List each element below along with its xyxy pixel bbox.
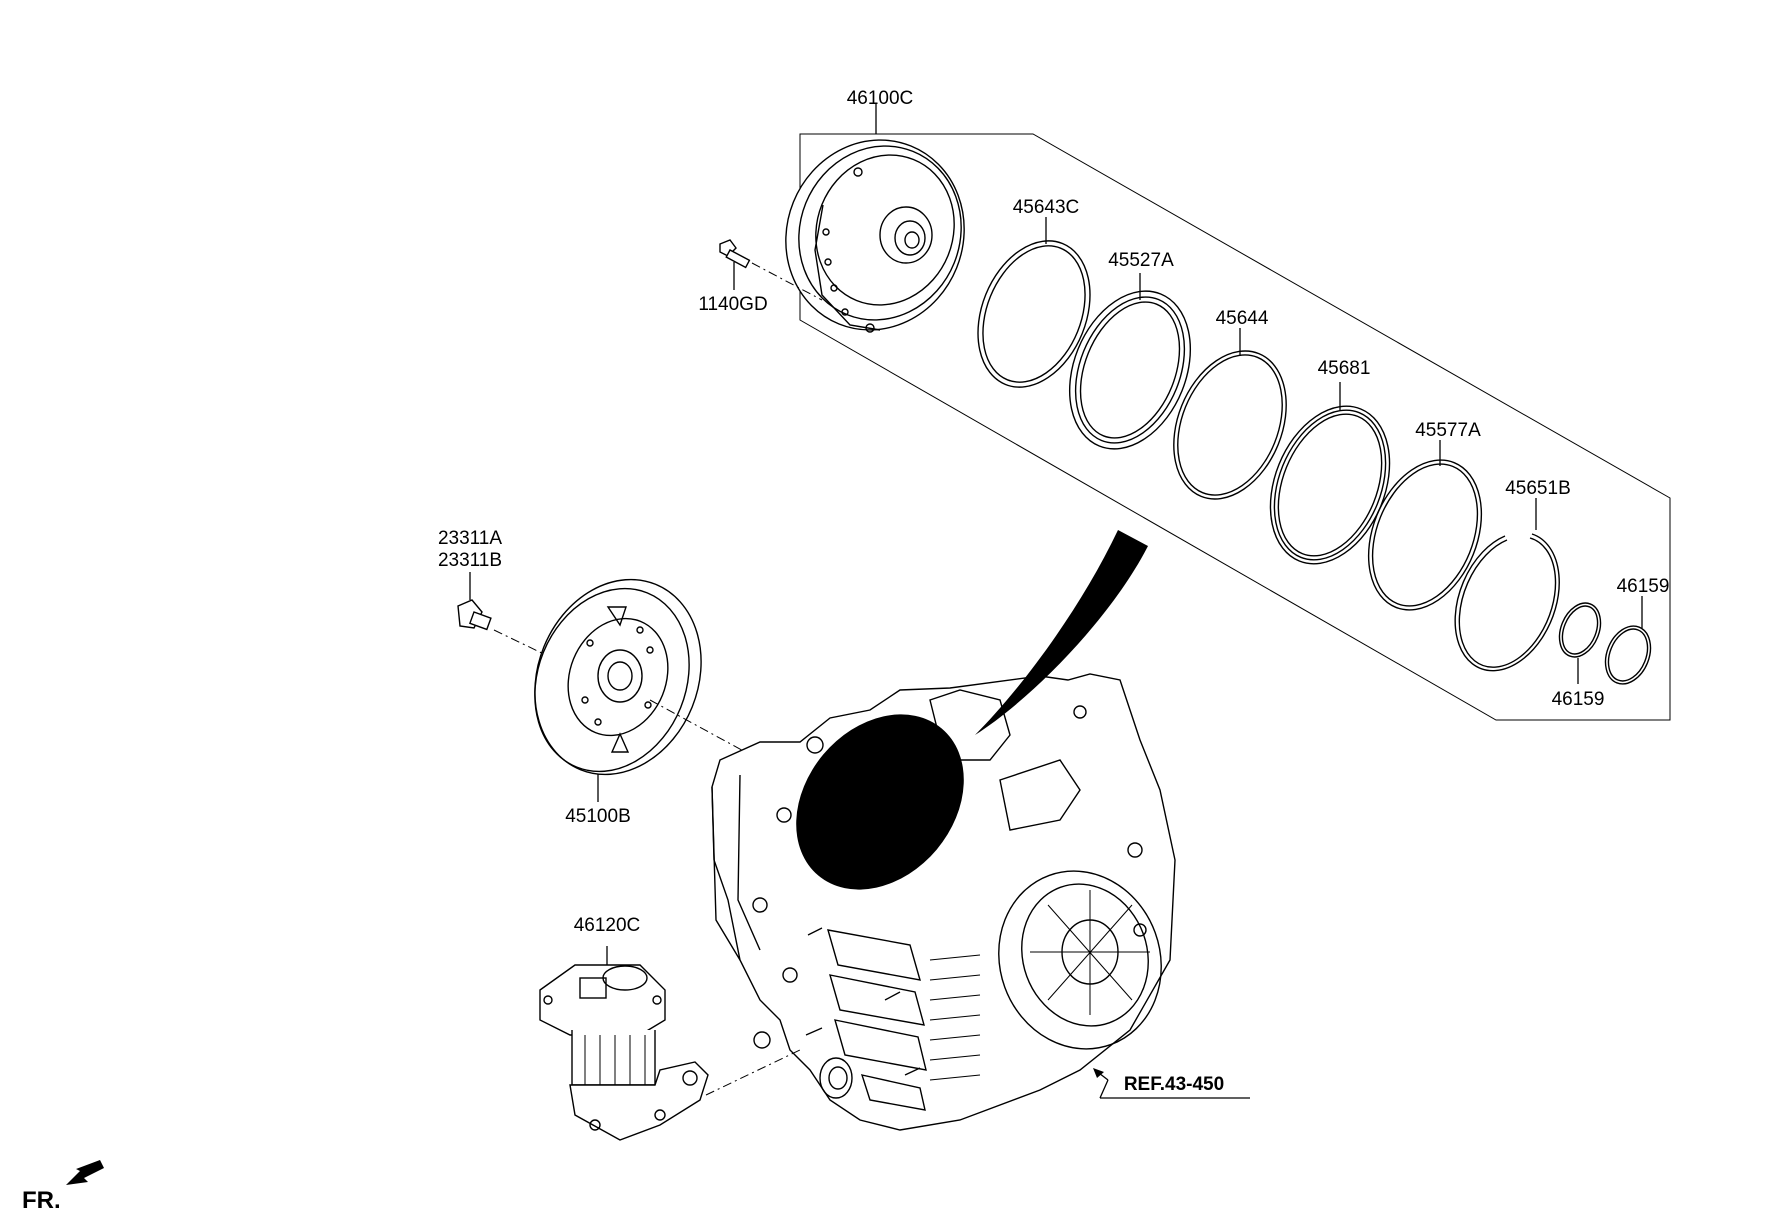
label-46100C: 46100C (847, 88, 914, 109)
label-45527A: 45527A (1108, 250, 1174, 271)
label-23311B: 23311B (438, 550, 502, 571)
snap-ring-45651B[interactable] (1454, 533, 1560, 672)
seal-ring-45643C[interactable] (957, 224, 1110, 404)
obscured-region (796, 714, 964, 890)
label-23311A: 23311A (438, 528, 502, 549)
label-45643C: 45643C (1013, 197, 1080, 218)
pump-assembly-46100C[interactable] (757, 113, 992, 357)
reference-label: REF.43-450 (1124, 1074, 1224, 1095)
obscured-wedge (975, 530, 1148, 735)
label-46159-bottom: 46159 (1552, 689, 1605, 710)
flex-plate-45100B[interactable] (506, 554, 729, 799)
ring-45644[interactable] (1153, 334, 1307, 516)
ref-arrow-icon (1093, 1068, 1104, 1078)
label-46120C: 46120C (574, 915, 641, 936)
label-45100B: 45100B (565, 806, 631, 827)
electric-oil-pump-46120C[interactable] (539, 964, 709, 1141)
label-45577A: 45577A (1415, 420, 1481, 441)
bolt-23311[interactable] (457, 599, 492, 631)
ring-45577A[interactable] (1348, 443, 1503, 627)
ring-45527A[interactable] (1047, 273, 1212, 467)
front-direction-label: FR. (22, 1187, 61, 1211)
label-45651B: 45651B (1505, 478, 1571, 499)
ring-45681[interactable] (1248, 388, 1411, 581)
arrow-left-down-icon (66, 1160, 104, 1185)
label-46159-top: 46159 (1617, 576, 1670, 597)
small-ring-46159-a[interactable] (1552, 597, 1608, 663)
label-45644: 45644 (1216, 308, 1269, 329)
bolt-1140GD[interactable] (719, 239, 751, 269)
label-1140GD: 1140GD (698, 294, 767, 315)
label-45681: 45681 (1318, 358, 1371, 379)
exploded-view-frame (799, 133, 1671, 721)
small-ring-46159-b[interactable] (1597, 619, 1658, 690)
